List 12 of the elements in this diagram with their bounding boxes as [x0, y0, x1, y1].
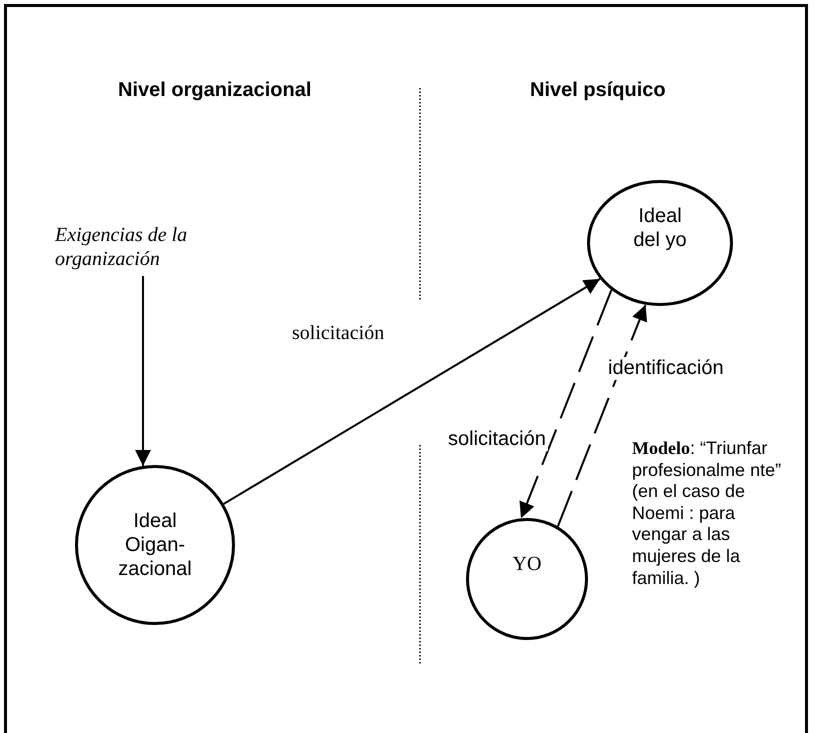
arrow: [135, 276, 151, 466]
arrow: [519, 290, 612, 519]
column-heading: Nivel organizacional: [118, 78, 312, 102]
column-heading: Nivel psíquico: [530, 78, 666, 102]
node-label: YO: [512, 552, 542, 576]
node-label: Ideal del yo: [632, 204, 688, 252]
edge-label: solicitación: [446, 428, 548, 451]
node-label: Ideal Oigan- zacional: [117, 509, 193, 581]
arrow: [223, 278, 601, 505]
italic-text: Exigencias de la organización: [55, 223, 188, 271]
note-text: Modelo: “Triunfar profesionalme nte” (en el caso de Noemi : para vengar a las mujeres de la familia. ): [632, 438, 782, 590]
arrow: [556, 304, 648, 527]
